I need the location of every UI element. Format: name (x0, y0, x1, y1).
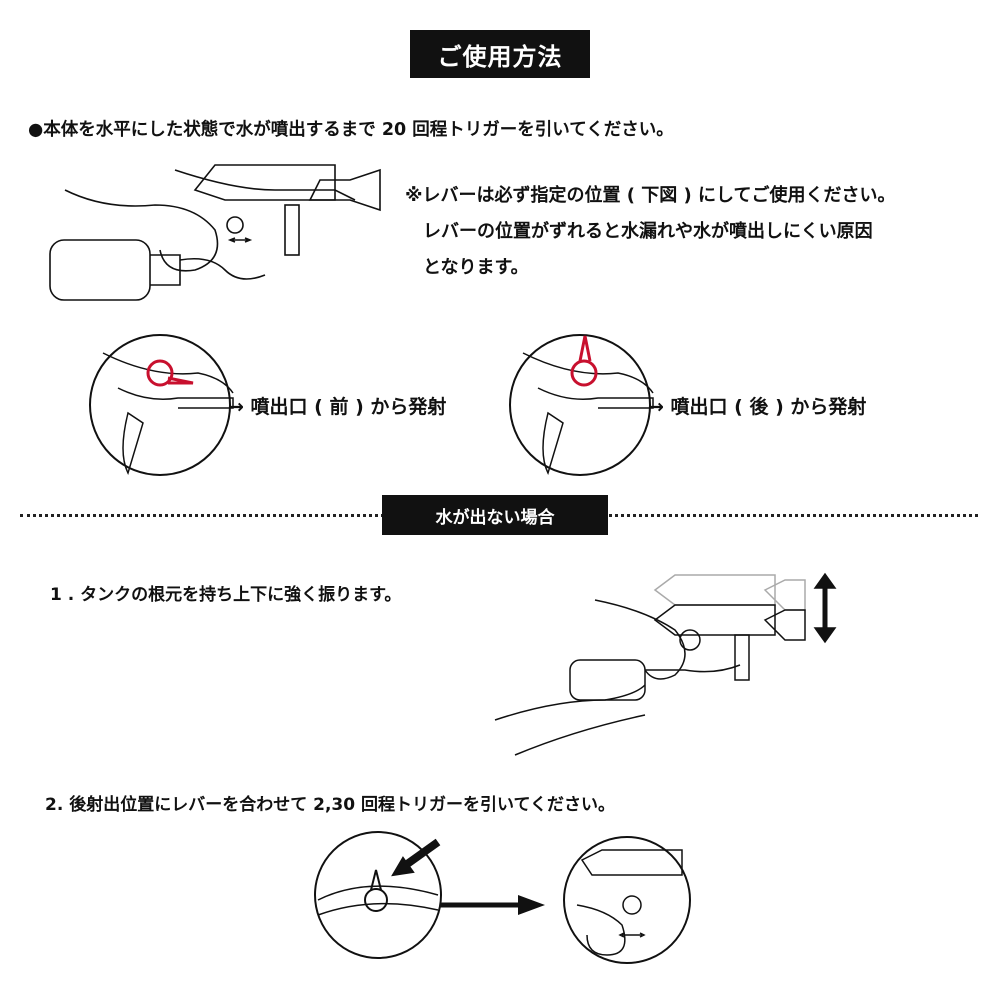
page-title: ご使用方法 (410, 30, 590, 78)
trigger-pull-detail-icon (563, 836, 691, 964)
lever-rear-label: → 噴出口 ( 後 ) から発射 (648, 396, 867, 418)
sprayer-hand-illustration (49, 164, 381, 301)
lever-front-detail-icon (89, 334, 234, 476)
lever-front-label: → 噴出口 ( 前 ) から発射 (228, 396, 447, 418)
troubleshoot-heading: 水が出ない場合 (382, 495, 608, 535)
note-line: となります。 (405, 257, 529, 278)
lever-rear-set-detail-icon (314, 831, 442, 959)
lever-rear-detail-icon (509, 334, 654, 476)
intro-instruction: ●本体を水平にした状態で水が噴出するまで 20 回程トリガーを引いてください。 (28, 120, 674, 140)
next-step-arrow-icon (440, 895, 545, 915)
lever-caution-note: ※レバーは必ず指定の位置 ( 下図 ) にしてご使用ください。 レバーの位置がず… (405, 178, 895, 286)
note-line: ※レバーは必ず指定の位置 ( 下図 ) にしてご使用ください。 (405, 185, 896, 206)
note-line: レバーの位置がずれると水漏れや水が噴出しにくい原因 (405, 221, 873, 242)
step-1-text: 1 . タンクの根元を持ち上下に強く振ります。 (50, 585, 402, 605)
shake-sprayer-illustration (494, 572, 837, 756)
step-2-text: 2. 後射出位置にレバーを合わせて 2,30 回程トリガーを引いてください。 (45, 795, 615, 815)
